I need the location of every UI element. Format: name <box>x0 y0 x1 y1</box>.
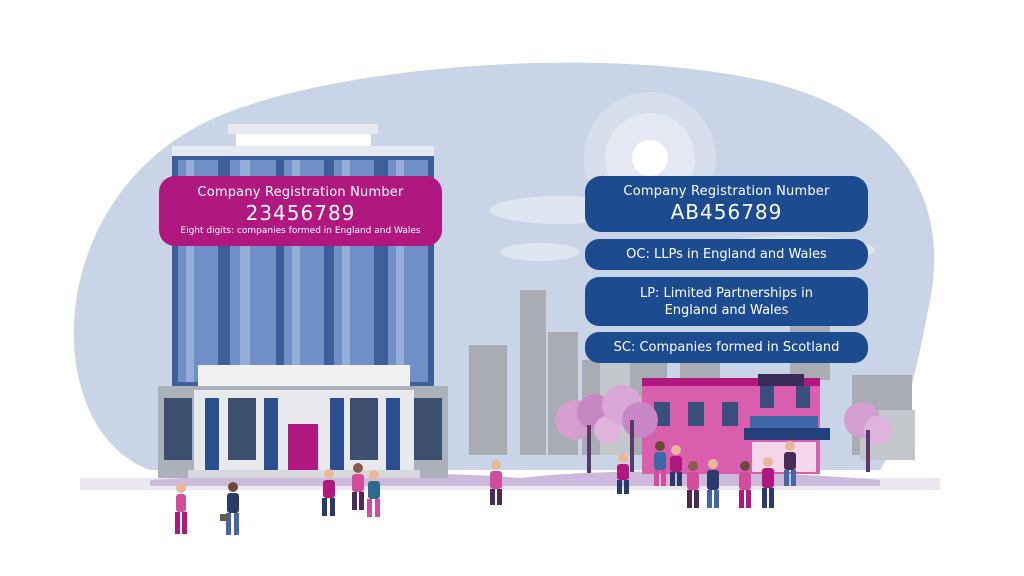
card-number: 23456789 <box>245 201 356 225</box>
prefix-oc-text: OC: LLPs in England and Wales <box>626 247 827 262</box>
trees <box>555 385 892 473</box>
prefixed-number-card: Company Registration Number AB456789 <box>585 176 868 232</box>
card-number: AB456789 <box>670 200 783 224</box>
eight-digit-number-card: Company Registration Number 23456789 Eig… <box>159 176 442 246</box>
prefix-oc-card: OC: LLPs in England and Wales <box>585 239 868 270</box>
building-entrance <box>288 424 318 472</box>
card-note: Eight digits: companies formed in Englan… <box>180 226 421 236</box>
card-label: Company Registration Number <box>197 185 404 200</box>
prefix-lp-card: LP: Limited Partnerships in England and … <box>585 277 868 326</box>
prefix-sc-text: SC: Companies formed in Scotland <box>613 340 840 355</box>
prefix-lp-line1: LP: Limited Partnerships in <box>639 285 814 301</box>
pedestrians <box>175 441 796 535</box>
sun-icon <box>632 140 668 176</box>
prefix-lp-line2: England and Wales <box>664 302 789 318</box>
prefix-sc-card: SC: Companies formed in Scotland <box>585 332 868 363</box>
card-label: Company Registration Number <box>623 184 830 199</box>
